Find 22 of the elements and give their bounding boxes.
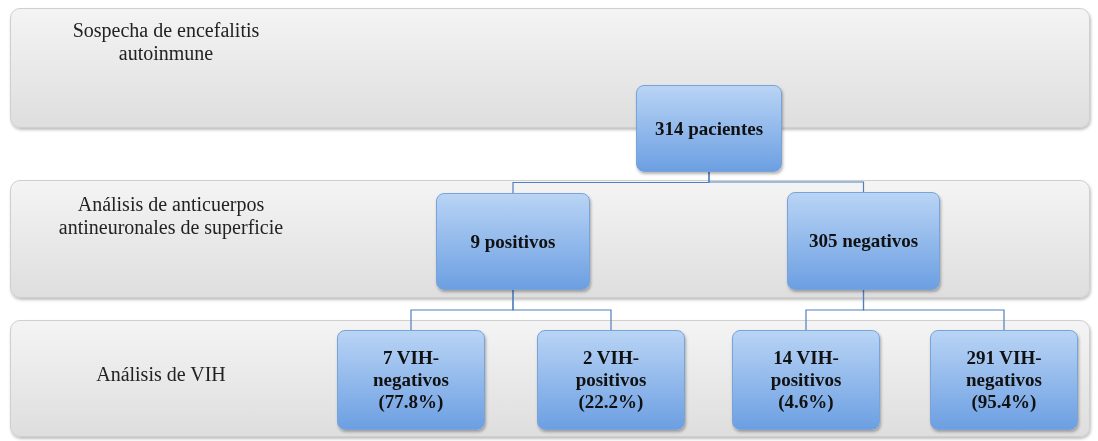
connector-line (862, 289, 1005, 331)
connector-line (512, 289, 612, 331)
stage-label: Análisis de VIH (95, 363, 227, 386)
stage-label: Sospecha de encefalitis autoinmune (71, 19, 261, 65)
count-box (732, 330, 880, 430)
count-label: 305 negativos (808, 230, 919, 252)
stage-label: Análisis de anticuerpos antineuronales de superficie (57, 193, 285, 239)
count-label: 2 VIH-positivos (22.2%) (574, 347, 648, 413)
count-box (436, 193, 590, 290)
count-label: 291 VIH-negativos (95.4%) (965, 347, 1043, 413)
count-label: 314 pacientes (654, 117, 764, 140)
count-box (930, 330, 1078, 430)
count-label: 14 VIH-positivos (4.6%) (769, 347, 843, 413)
stage-band (10, 180, 1090, 298)
count-label: 9 positivos (470, 230, 556, 253)
count-label: 7 VIH-negativos (77.8%) (372, 347, 450, 413)
count-box (537, 330, 685, 430)
count-box (337, 330, 485, 430)
stage-band (10, 320, 1090, 437)
count-box (787, 192, 940, 290)
count-box (636, 85, 782, 172)
connector-line (708, 171, 865, 193)
